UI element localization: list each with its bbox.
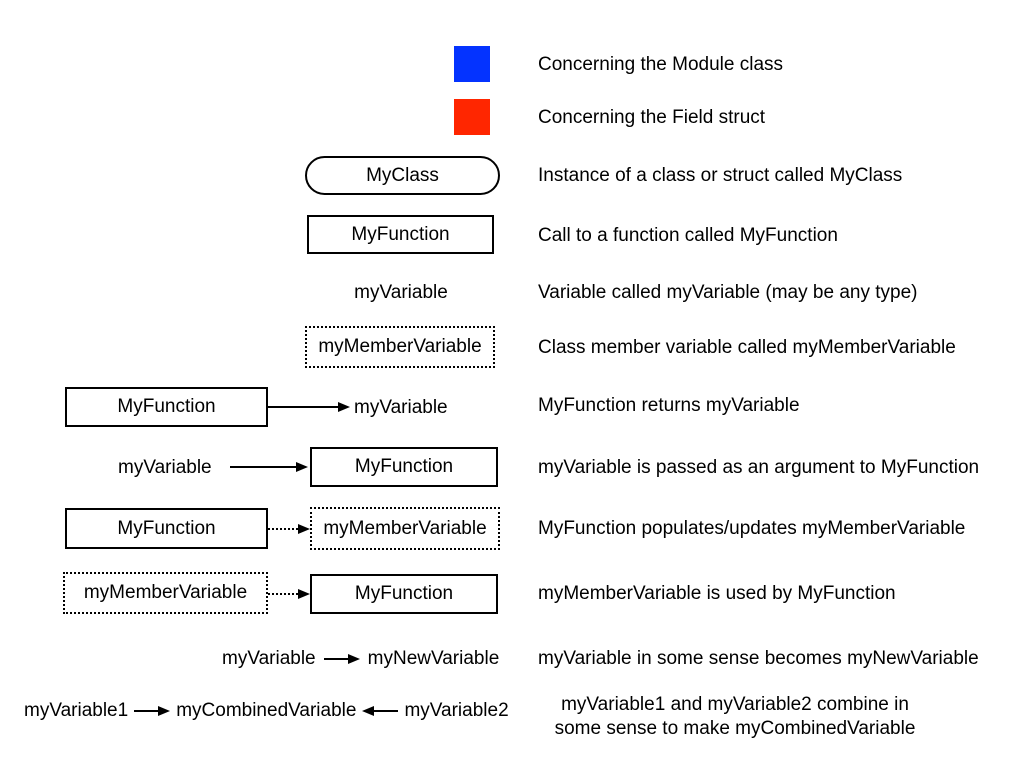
dotted-right-arrow-icon <box>268 588 310 600</box>
populates-function-label: MyFunction <box>117 517 216 539</box>
combine-description-line2: some sense to make myCombinedVariable <box>554 718 916 739</box>
member-variable-label: myMemberVariable <box>318 336 482 357</box>
function-call-label: MyFunction <box>351 223 450 245</box>
class-instance-description: Instance of a class or struct called MyC… <box>538 165 903 186</box>
populates-description: MyFunction populates/updates myMemberVar… <box>538 518 966 539</box>
function-call-shape: MyFunction <box>307 215 494 254</box>
variable-description: Variable called myVariable (may be any t… <box>538 282 918 303</box>
combine-description-line1: myVariable1 and myVariable2 combine in <box>561 694 909 715</box>
returns-function-label: MyFunction <box>117 396 216 417</box>
combine-row: myVariable1 myCombinedVariable myVariabl… <box>24 700 509 722</box>
used-function-label: MyFunction <box>354 583 454 604</box>
argument-description: myVariable is passed as an argument to M… <box>538 457 980 478</box>
populates-function-shape: MyFunction <box>65 508 268 549</box>
right-arrow-icon <box>230 461 308 473</box>
populates-member-label: myMemberVariable <box>323 517 487 539</box>
class-instance-shape: MyClass <box>305 156 500 195</box>
used-description: myMemberVariable is used by MyFunction <box>538 583 896 604</box>
right-arrow-icon <box>268 401 350 413</box>
returns-variable-label: myVariable <box>354 397 448 418</box>
variable-label: myVariable <box>354 282 448 303</box>
right-arrow-icon <box>134 705 171 717</box>
argument-function-shape: MyFunction <box>310 447 498 487</box>
used-function-shape: MyFunction <box>310 574 498 614</box>
combine-var1-label: myVariable1 <box>24 700 129 721</box>
populates-member-shape: myMemberVariable <box>310 507 500 550</box>
combine-description: myVariable1 and myVariable2 combine in s… <box>535 693 935 741</box>
field-color-swatch <box>454 99 490 135</box>
used-member-label: myMemberVariable <box>83 582 248 603</box>
argument-variable-label: myVariable <box>118 457 212 478</box>
left-arrow-icon <box>362 705 399 717</box>
argument-function-label: MyFunction <box>354 456 454 477</box>
becomes-to-label: myNewVariable <box>367 648 500 669</box>
used-member-shape: myMemberVariable <box>63 572 268 614</box>
returns-description: MyFunction returns myVariable <box>538 395 800 416</box>
module-description: Concerning the Module class <box>538 54 784 75</box>
class-instance-label: MyClass <box>366 164 439 186</box>
combine-var2-label: myVariable2 <box>404 700 509 721</box>
field-description: Concerning the Field struct <box>538 107 766 128</box>
member-variable-shape: myMemberVariable <box>305 326 495 368</box>
function-call-description: Call to a function called MyFunction <box>538 225 838 246</box>
combine-combined-label: myCombinedVariable <box>176 700 357 721</box>
module-color-swatch <box>454 46 490 82</box>
dotted-right-arrow-icon <box>268 523 310 535</box>
becomes-description: myVariable in some sense becomes myNewVa… <box>538 648 979 669</box>
becomes-row: myVariable myNewVariable <box>222 648 499 670</box>
member-variable-description: Class member variable called myMemberVar… <box>538 337 956 358</box>
becomes-from-label: myVariable <box>222 648 316 669</box>
right-arrow-icon <box>323 653 360 665</box>
returns-function-shape: MyFunction <box>65 387 268 427</box>
